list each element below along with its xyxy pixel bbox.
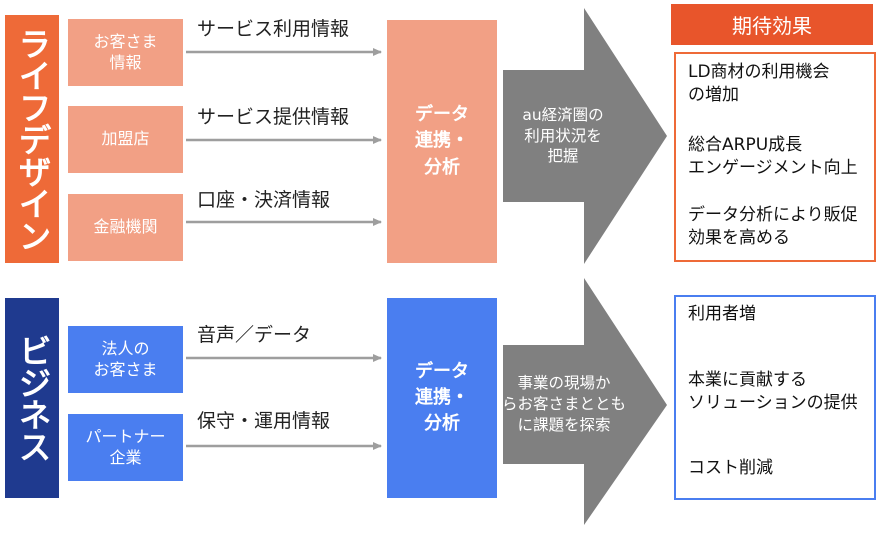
big-arrow-business <box>503 278 667 525</box>
effect-item: データ分析により販促 効果を高める <box>688 205 858 248</box>
source-label: お客さま 情報 <box>93 31 158 72</box>
arrow-text-life: au経済圏の 利用状況を 把握 <box>503 70 623 202</box>
arrow-text-business: 事業の現場か らお客さまととも に課題を探索 <box>500 345 628 464</box>
flow-label-service-usage: サービス利用情報 <box>197 18 350 40</box>
flow-label-account-payment: 口座・決済情報 <box>197 189 331 211</box>
business-title: ビジネス <box>13 334 52 462</box>
life-design-label-bar: ライフデザイン <box>5 15 59 263</box>
arrow-caption: au経済圏の 利用状況を 把握 <box>522 105 604 166</box>
effect-item: LD商材の利用機会 の増加 <box>688 62 830 105</box>
data-analysis-hub-life: データ 連携・ 分析 <box>387 20 497 263</box>
source-label: 法人の お客さま <box>93 338 158 379</box>
business-label-bar: ビジネス <box>5 298 59 498</box>
data-analysis-hub-business: データ 連携・ 分析 <box>387 298 497 498</box>
flow-label-maintenance-ops: 保守・運用情報 <box>197 410 331 432</box>
flow-label-voice-data: 音声／データ <box>197 324 312 346</box>
flow-label-service-provision: サービス提供情報 <box>197 106 350 128</box>
source-box-corporate-customer: 法人の お客さま <box>68 326 183 393</box>
source-label: パートナー 企業 <box>85 426 166 467</box>
source-label: 金融機関 <box>93 217 158 237</box>
source-box-customer-info: お客さま 情報 <box>68 19 183 86</box>
effects-box-life: LD商材の利用機会 の増加 総合ARPU成長 エンゲージメント向上 データ分析に… <box>674 52 876 262</box>
source-box-partner-company: パートナー 企業 <box>68 414 183 481</box>
big-arrow-life <box>503 8 667 264</box>
source-box-merchant: 加盟店 <box>68 106 183 173</box>
effect-item: 利用者増 <box>688 304 756 324</box>
hub-label: データ 連携・ 分析 <box>415 104 469 178</box>
effect-item: 本業に貢献する ソリューションの提供 <box>688 370 858 413</box>
arrow-caption: 事業の現場か らお客さまととも に課題を探索 <box>501 374 626 434</box>
effects-header: 期待効果 <box>671 4 873 45</box>
life-design-title: ライフデザイン <box>13 27 52 251</box>
effects-header-label: 期待効果 <box>732 14 812 38</box>
effect-item: 総合ARPU成長 エンゲージメント向上 <box>688 135 858 178</box>
effect-item: コスト削減 <box>688 458 773 478</box>
source-label: 加盟店 <box>101 129 150 149</box>
effects-box-business: 利用者増 本業に貢献する ソリューションの提供 コスト削減 <box>674 295 876 500</box>
hub-label: データ 連携・ 分析 <box>415 360 469 435</box>
source-box-financial-institution: 金融機関 <box>68 194 183 261</box>
